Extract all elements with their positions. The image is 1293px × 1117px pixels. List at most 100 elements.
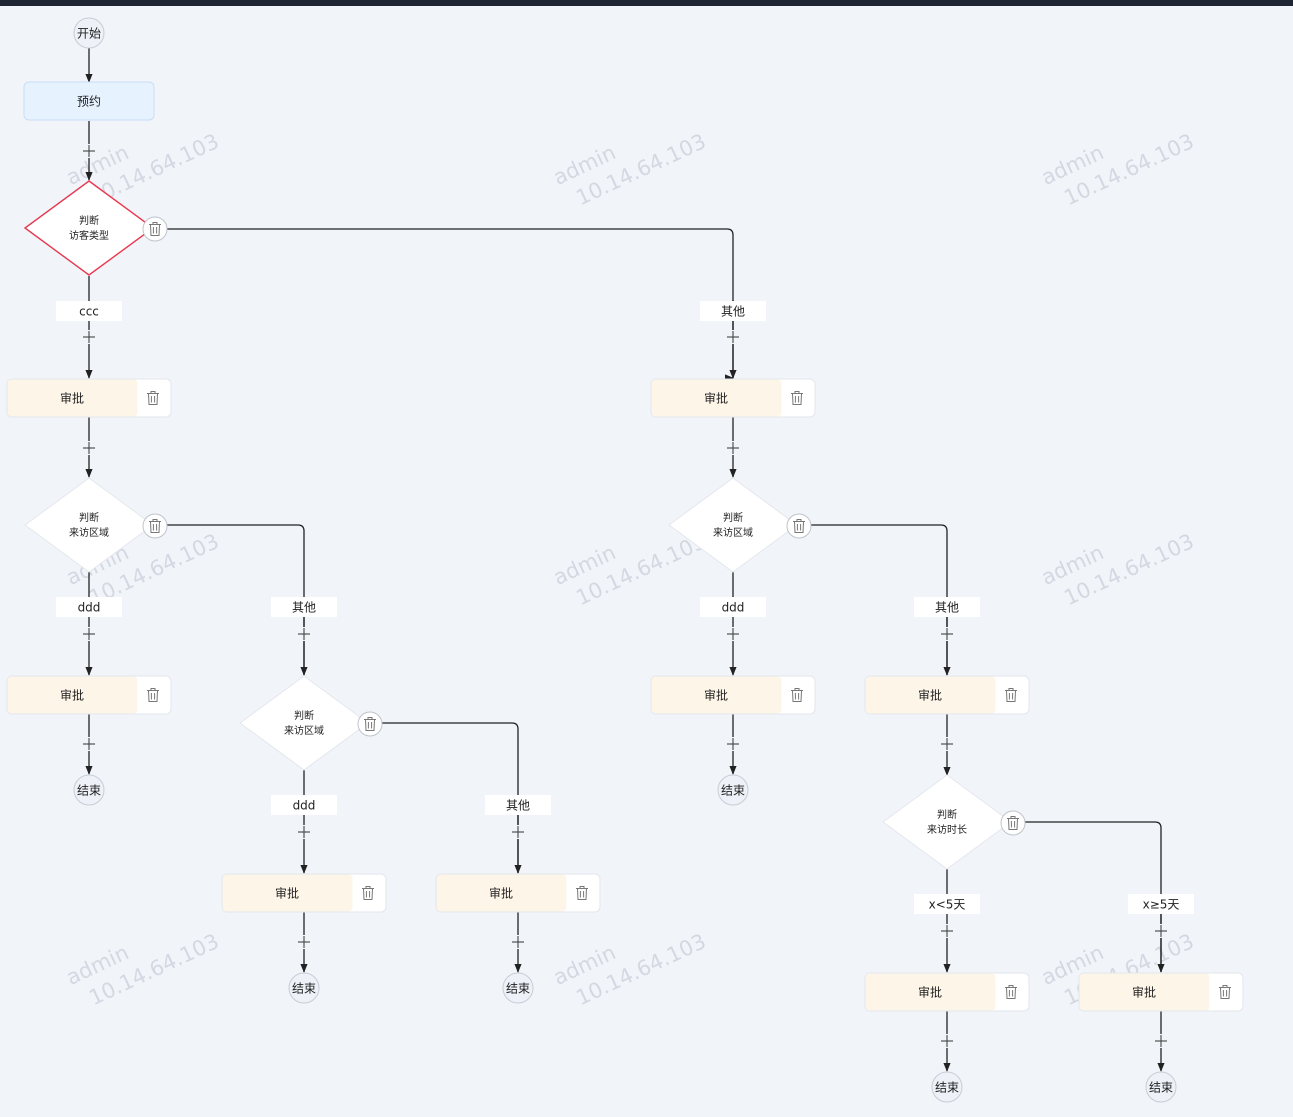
delete-decision-button[interactable]	[357, 711, 383, 737]
add-node-button[interactable]	[1154, 1034, 1168, 1048]
branch-condition-label[interactable]: x<5天	[914, 894, 980, 914]
branch-label-bg	[700, 597, 766, 617]
end-node[interactable]: 结束	[288, 972, 320, 1004]
edge-layer	[85, 48, 1165, 1072]
add-node-button[interactable]	[726, 737, 740, 751]
add-node-button[interactable]	[297, 825, 311, 839]
approval-node[interactable]: 审批	[1078, 972, 1244, 1012]
branch-label-text: 其他	[292, 601, 316, 615]
delete-decision-button[interactable]	[1000, 810, 1026, 836]
approval-node[interactable]: 审批	[6, 378, 172, 418]
approval-node[interactable]: 审批	[221, 873, 387, 913]
branch-condition-label[interactable]: ddd	[56, 597, 122, 617]
add-node-button[interactable]	[940, 627, 954, 641]
delete-approval-button[interactable]	[141, 386, 165, 410]
approval-node[interactable]: 审批	[650, 675, 816, 715]
branch-condition-label[interactable]: ddd	[271, 795, 337, 815]
plus-icon	[727, 442, 739, 454]
booking-node-shape	[23, 81, 155, 121]
add-node-button[interactable]	[726, 627, 740, 641]
delete-approval-button[interactable]	[141, 683, 165, 707]
decision-subject: 来访区域	[69, 526, 109, 539]
add-node-button[interactable]	[726, 441, 740, 455]
add-node-button[interactable]	[726, 330, 740, 344]
end-node[interactable]: 结束	[1145, 1071, 1177, 1103]
watermark: admin 10.14.64.103	[550, 129, 710, 210]
add-node-button[interactable]	[82, 441, 96, 455]
add-node-button[interactable]	[511, 825, 525, 839]
delete-approval-button[interactable]	[785, 386, 809, 410]
delete-decision-button[interactable]	[142, 216, 168, 242]
branch-label-bg	[1128, 894, 1194, 914]
add-node-button[interactable]	[940, 924, 954, 938]
add-node-button[interactable]	[82, 144, 96, 158]
branch-label-bg	[56, 597, 122, 617]
approval-node[interactable]: 审批	[6, 675, 172, 715]
add-node-button[interactable]	[1154, 924, 1168, 938]
delete-approval-button[interactable]	[999, 683, 1023, 707]
delete-approval-button[interactable]	[356, 881, 380, 905]
decision-subject: 来访区域	[284, 724, 324, 737]
branch-condition-label[interactable]: x≥5天	[1128, 894, 1194, 914]
add-node-button[interactable]	[511, 935, 525, 949]
end-node[interactable]: 结束	[502, 972, 534, 1004]
watermark: admin 10.14.64.103	[63, 929, 223, 1010]
branch-condition-label[interactable]: ccc	[56, 301, 122, 321]
add-node-button[interactable]	[297, 627, 311, 641]
decision-title: 判断	[79, 511, 99, 524]
decision-subject: 访客类型	[69, 229, 109, 242]
add-node-button[interactable]	[940, 737, 954, 751]
start-node[interactable]: 开始	[73, 17, 105, 49]
add-node-button[interactable]	[82, 737, 96, 751]
watermark: admin 10.14.64.103	[550, 929, 710, 1010]
trash-icon	[364, 717, 376, 731]
delete-decision-button[interactable]	[142, 513, 168, 539]
branch-edge	[154, 228, 734, 378]
plus-icon	[83, 442, 95, 454]
delete-approval-button[interactable]	[1213, 980, 1237, 1004]
branch-condition-label[interactable]: ddd	[700, 597, 766, 617]
branch-edge	[167, 524, 305, 675]
approval-node[interactable]: 审批	[864, 972, 1030, 1012]
branch-label-text: 其他	[935, 601, 959, 615]
branch-condition-label[interactable]: 其他	[700, 301, 766, 321]
add-node-button[interactable]	[82, 330, 96, 344]
approval-node-fill	[222, 874, 353, 912]
add-node-button[interactable]	[297, 935, 311, 949]
end-node[interactable]: 结束	[73, 774, 105, 806]
trash-icon	[147, 688, 159, 702]
end-node-shape	[502, 972, 534, 1004]
branch-label-bg	[56, 301, 122, 321]
add-node-button[interactable]	[82, 627, 96, 641]
delete-approval-button[interactable]	[785, 683, 809, 707]
plus-icon	[941, 738, 953, 750]
approval-node[interactable]: 审批	[435, 873, 601, 913]
branch-condition-label[interactable]: 其他	[485, 795, 551, 815]
add-node-button[interactable]	[940, 1034, 954, 1048]
approval-node-label: 审批	[1132, 985, 1156, 1000]
branch-label-text: ddd	[78, 601, 101, 615]
plus-icon	[727, 738, 739, 750]
approval-node[interactable]: 审批	[650, 378, 816, 418]
approval-node[interactable]: 审批	[864, 675, 1030, 715]
end-node-label: 结束	[77, 784, 101, 798]
decision-node-shape	[882, 774, 1012, 870]
delete-decision-button[interactable]	[786, 513, 812, 539]
end-node[interactable]: 结束	[931, 1071, 963, 1103]
delete-approval-button[interactable]	[570, 881, 594, 905]
trash-icon	[149, 519, 161, 533]
booking-node[interactable]: 预约	[23, 81, 155, 121]
branch-label-text: ddd	[722, 601, 745, 615]
branch-label-bg	[914, 597, 980, 617]
branch-condition-label[interactable]: 其他	[914, 597, 980, 617]
start-node-shape	[73, 17, 105, 49]
branch-condition-label[interactable]: 其他	[271, 597, 337, 617]
end-node[interactable]: 结束	[717, 774, 749, 806]
delete-approval-button[interactable]	[999, 980, 1023, 1004]
end-node-label: 结束	[292, 982, 316, 996]
